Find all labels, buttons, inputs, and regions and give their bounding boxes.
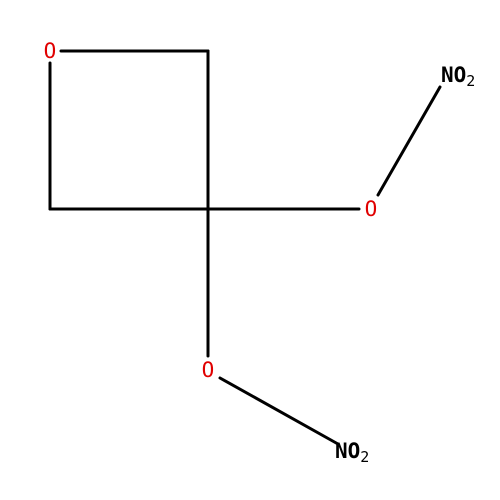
bond-o-n-bottom <box>218 376 340 446</box>
ring-oxygen-label: O <box>44 39 57 63</box>
nitro-group-top-subscript: 2 <box>466 72 475 90</box>
bond-o-n-right <box>376 85 442 197</box>
nitro-group-bottom-label: NO2 <box>335 439 369 466</box>
ester-oxygen-bottom-label: O <box>202 358 215 382</box>
nitro-group-top-main: NO <box>441 63 466 87</box>
nitro-group-bottom-main: NO <box>335 439 360 463</box>
ester-oxygen-right-label: O <box>365 197 378 221</box>
nitro-group-bottom-subscript: 2 <box>360 448 369 466</box>
nitro-group-top-label: NO2 <box>441 63 475 90</box>
